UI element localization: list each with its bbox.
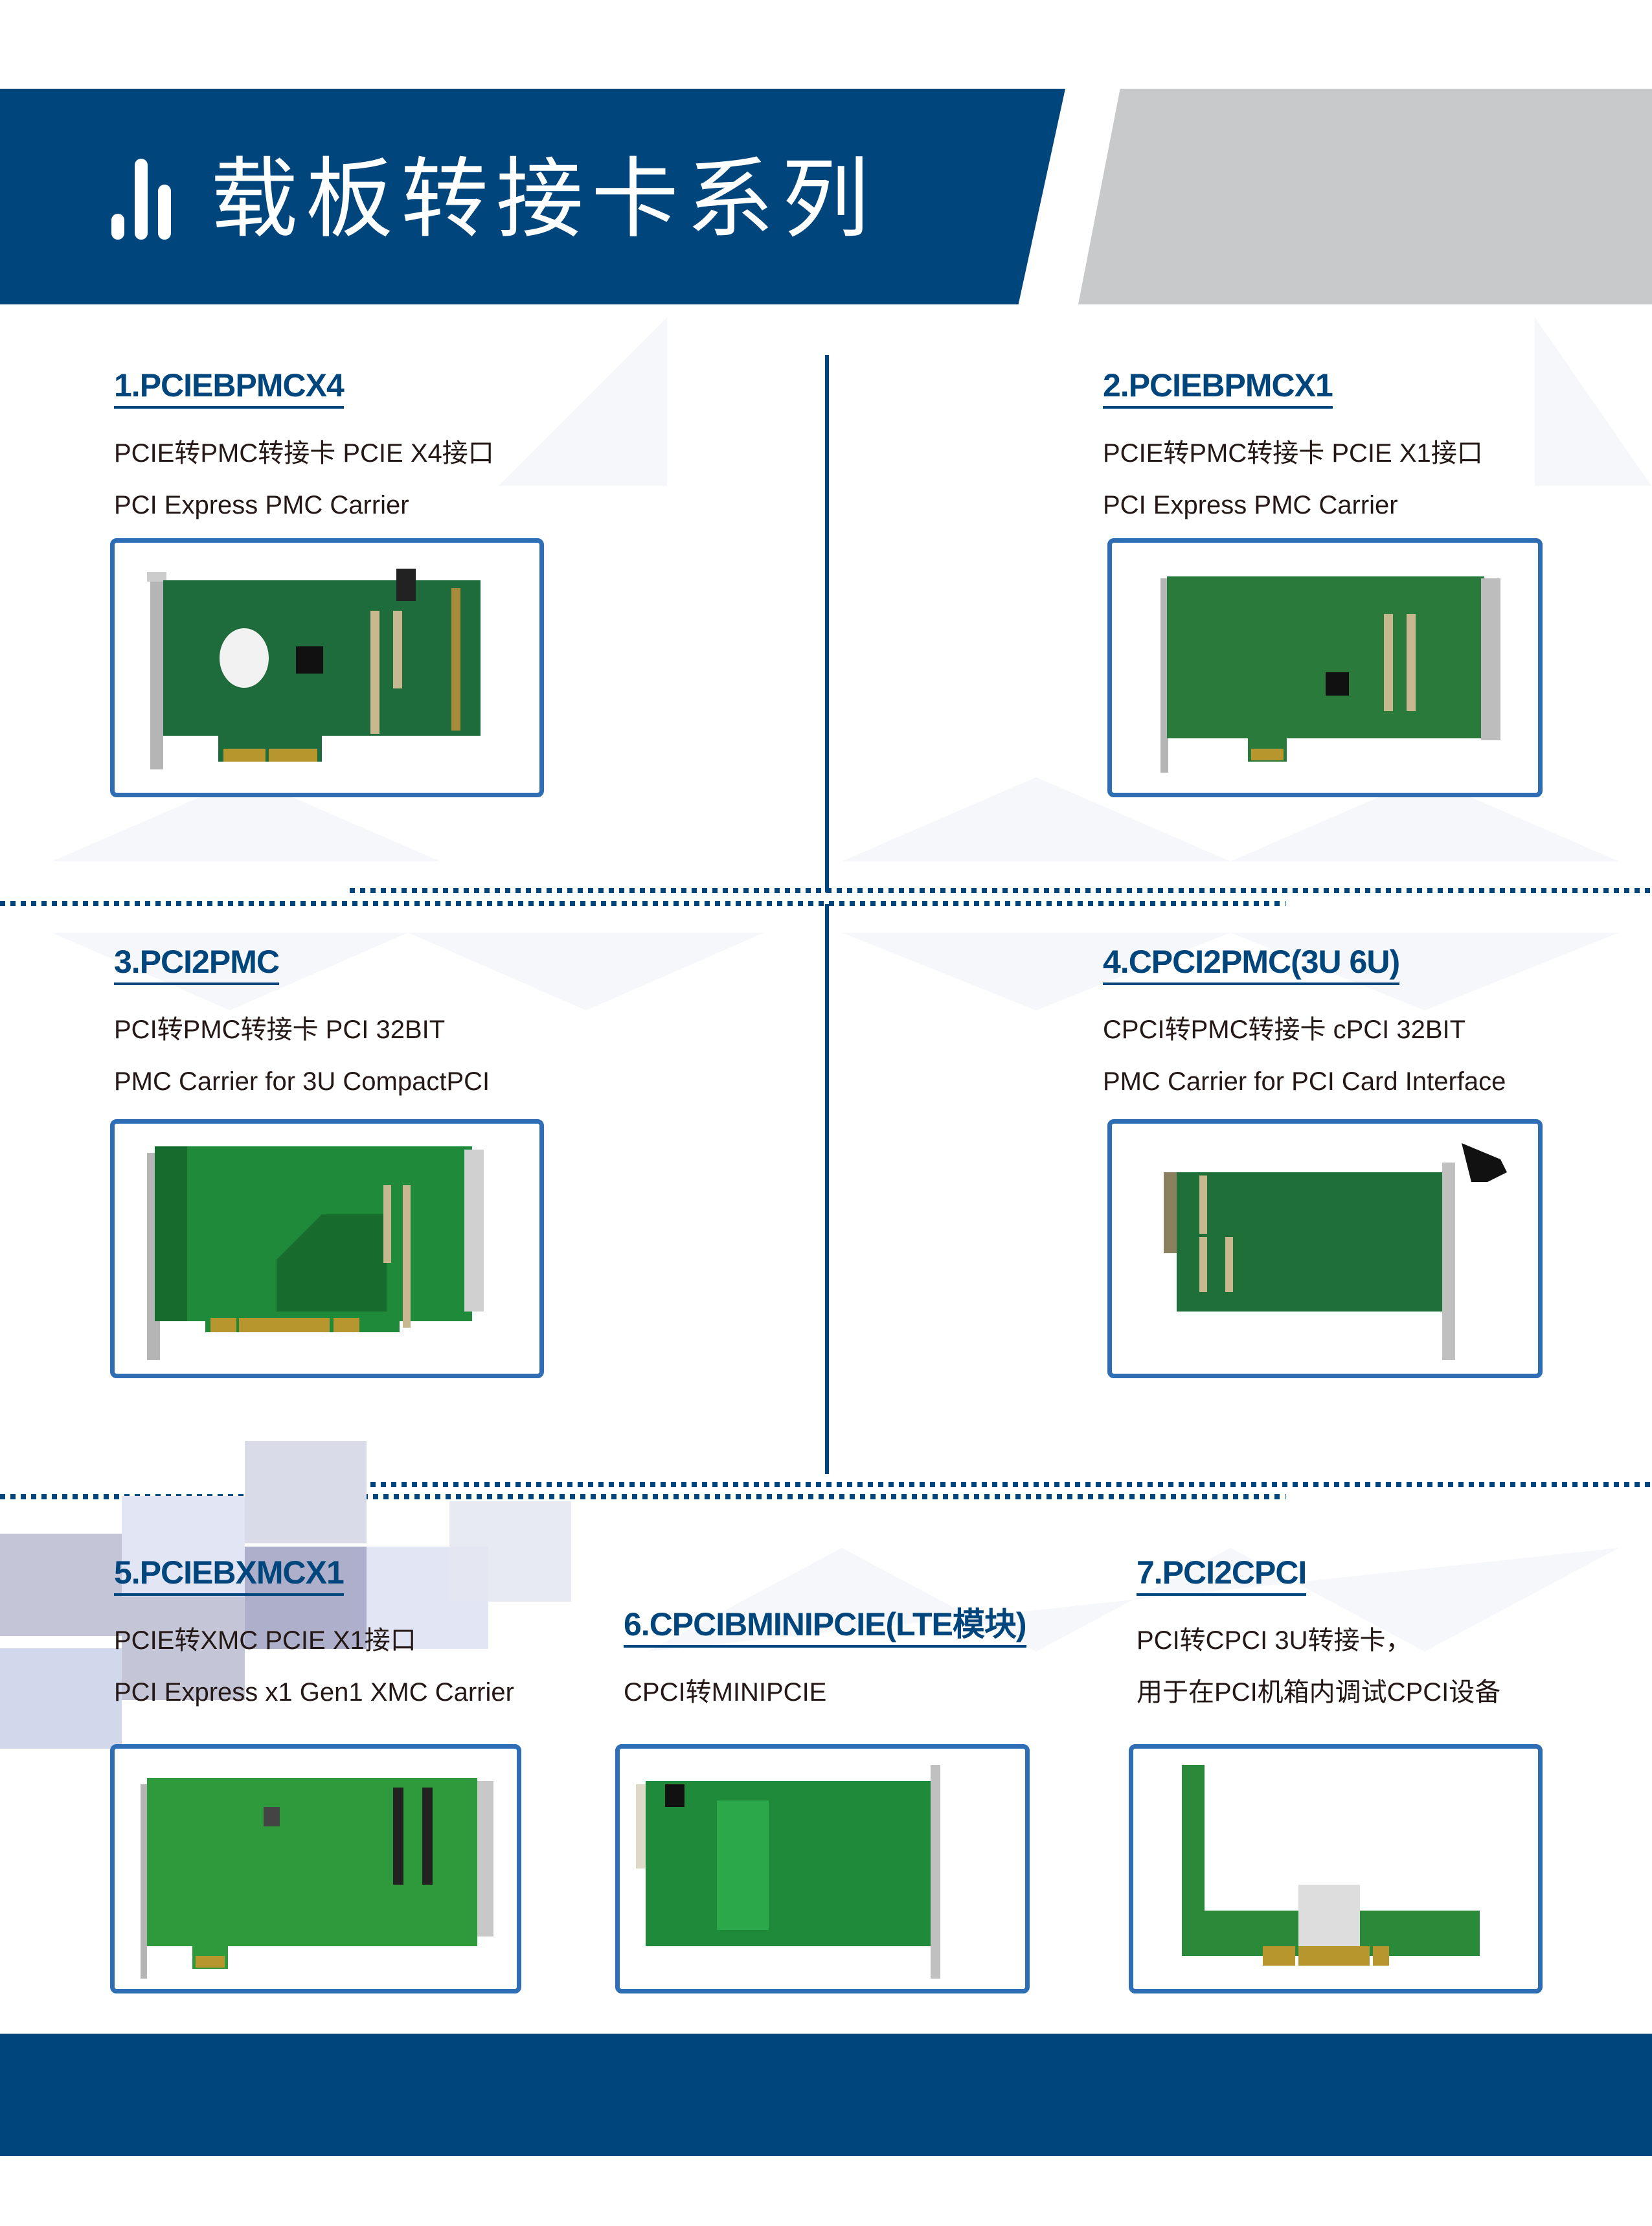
product-title[interactable]: 5.PCIEBXMCX1 <box>114 1553 345 1596</box>
product-description-cn: CPCI转PMC转接卡 cPCI 32BIT <box>1103 1016 1466 1044</box>
product-title[interactable]: 1.PCIEBPMCX4 <box>114 366 345 409</box>
product-image-frame <box>1107 538 1543 797</box>
dotted-divider-2b <box>0 1494 1285 1499</box>
product-image-frame <box>110 1119 544 1378</box>
dotted-divider-1b <box>0 901 1285 906</box>
product-image-frame <box>615 1744 1030 1993</box>
vertical-divider-middle <box>825 904 829 1474</box>
pcie-xmc-carrier-board-photo <box>141 1778 493 1979</box>
product-description-cn: CPCI转MINIPCIE <box>624 1678 827 1707</box>
dotted-divider-2a <box>350 1482 1652 1487</box>
header-banner <box>0 89 1065 304</box>
decor-square <box>0 1648 122 1749</box>
product-description-cn: PCIE转XMC PCIE X1接口 <box>114 1626 416 1655</box>
cpci-pmc-carrier-board-photo <box>1164 1143 1507 1360</box>
pci-cpci-adapter-board-photo <box>1182 1765 1480 1966</box>
decor-square <box>122 1596 245 1700</box>
product-image-frame <box>1107 1119 1543 1378</box>
product-image-frame <box>110 1744 521 1993</box>
product-description-en: PCI Express x1 Gen1 XMC Carrier <box>114 1678 514 1707</box>
product-description-en: PCI Express PMC Carrier <box>1103 491 1398 519</box>
pcie-x1-pmc-carrier-board-photo <box>1160 576 1500 773</box>
product-title[interactable]: 7.PCI2CPCI <box>1137 1553 1307 1596</box>
product-description-en: 用于在PCI机箱内调试CPCI设备 <box>1137 1678 1501 1707</box>
header-gray-panel <box>1078 89 1652 304</box>
pcie-x4-pmc-carrier-board-photo <box>147 569 481 769</box>
decor-square <box>245 1547 367 1649</box>
product-description-cn: PCIE转PMC转接卡 PCIE X1接口 <box>1103 439 1483 468</box>
decor-square <box>245 1441 367 1543</box>
product-title[interactable]: 4.CPCI2PMC(3U 6U) <box>1103 942 1400 985</box>
pci-pmc-carrier-board-photo <box>147 1146 484 1360</box>
product-description-cn: PCI转CPCI 3U转接卡， <box>1137 1626 1412 1655</box>
dotted-divider-1a <box>350 888 1652 893</box>
product-description-en: PCI Express PMC Carrier <box>114 491 409 519</box>
decor-square <box>122 1496 245 1596</box>
product-title[interactable]: 6.CPCIBMINIPCIE(LTE模块) <box>624 1605 1027 1648</box>
decor-square <box>449 1501 571 1602</box>
cpci-minipcie-lte-board-photo <box>636 1765 940 1979</box>
vertical-divider-top <box>825 355 829 892</box>
bar-chart-icon <box>111 159 176 240</box>
product-description-cn: PCIE转PMC转接卡 PCIE X4接口 <box>114 439 494 468</box>
product-description-cn: PCI转PMC转接卡 PCI 32BIT <box>114 1016 446 1044</box>
product-description-en: PMC Carrier for PCI Card Interface <box>1103 1067 1506 1096</box>
decor-square <box>0 1534 122 1636</box>
footer-banner <box>0 2034 1652 2156</box>
page-title: 载板转接卡系列 <box>210 148 877 250</box>
product-description-en: PMC Carrier for 3U CompactPCI <box>114 1067 490 1096</box>
product-title[interactable]: 3.PCI2PMC <box>114 942 280 985</box>
product-image-frame <box>1129 1744 1543 1993</box>
product-title[interactable]: 2.PCIEBPMCX1 <box>1103 366 1333 409</box>
product-image-frame <box>110 538 544 797</box>
